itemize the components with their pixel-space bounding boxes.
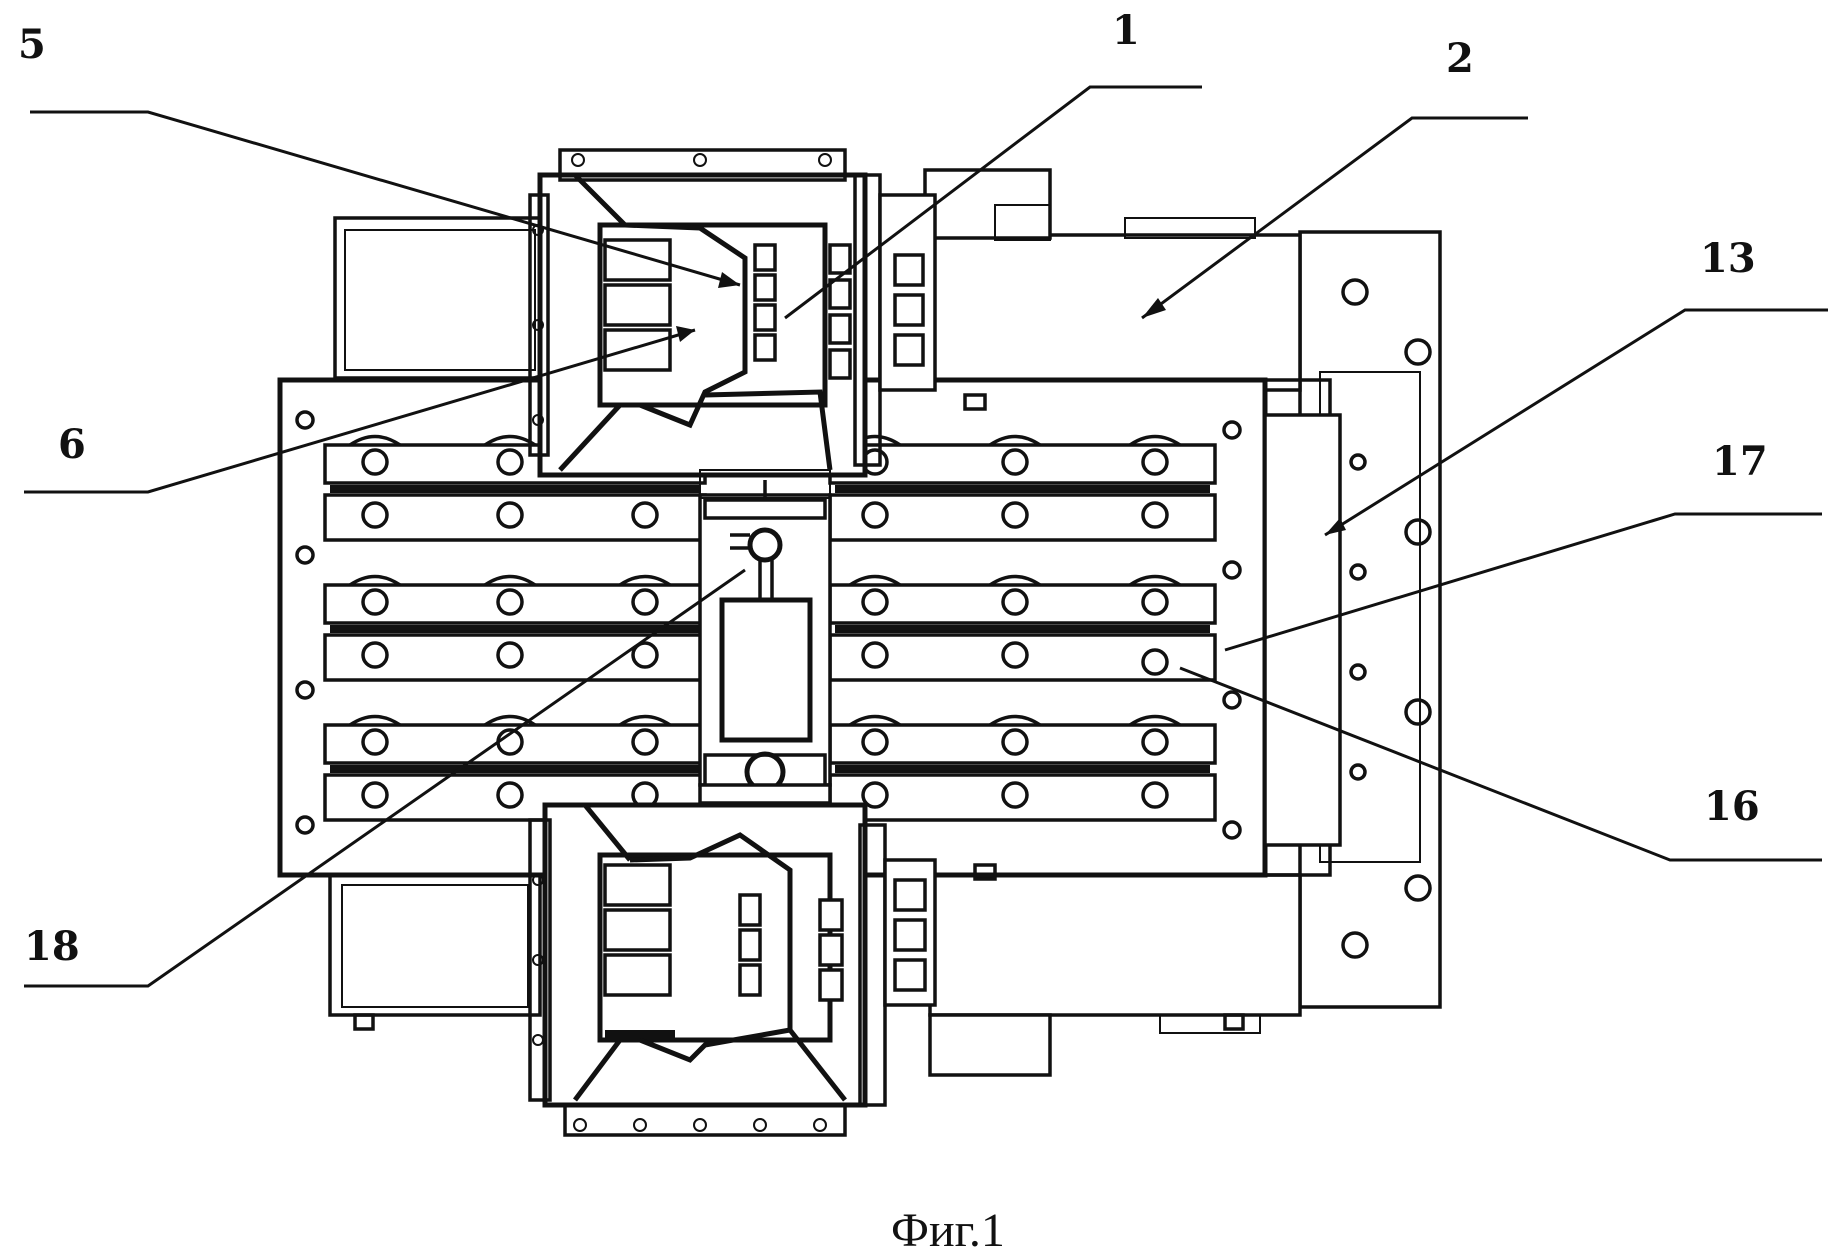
upper-right-block — [923, 168, 1302, 392]
callout-5: 5 — [18, 21, 46, 68]
callout-16: 16 — [1704, 783, 1760, 830]
plate-bolts — [295, 410, 1367, 840]
left-module-rows — [323, 443, 707, 822]
bottom-housing — [528, 802, 937, 1137]
figure-caption: Фиг.1 — [891, 1204, 1005, 1253]
callout-2: 2 — [1446, 35, 1474, 82]
callout-labels: 5 1 2 13 6 17 16 18 — [18, 7, 1768, 970]
feet — [353, 393, 1245, 1031]
callout-17: 17 — [1712, 438, 1768, 485]
leader-lines — [24, 85, 1828, 988]
right-module-rows — [828, 443, 1217, 822]
callout-6: 6 — [58, 421, 86, 468]
callout-13: 13 — [1700, 235, 1756, 282]
rail-terminals — [349, 434, 1181, 809]
left-outer-boxes — [328, 216, 547, 1017]
bottom-housing-bolts — [532, 874, 827, 1132]
callout-18: 18 — [24, 923, 80, 970]
central-column — [698, 493, 832, 805]
callout-1: 1 — [1112, 7, 1140, 54]
top-housing — [528, 148, 937, 500]
lower-right-block — [928, 873, 1302, 1077]
top-housing-bolts — [532, 153, 832, 426]
